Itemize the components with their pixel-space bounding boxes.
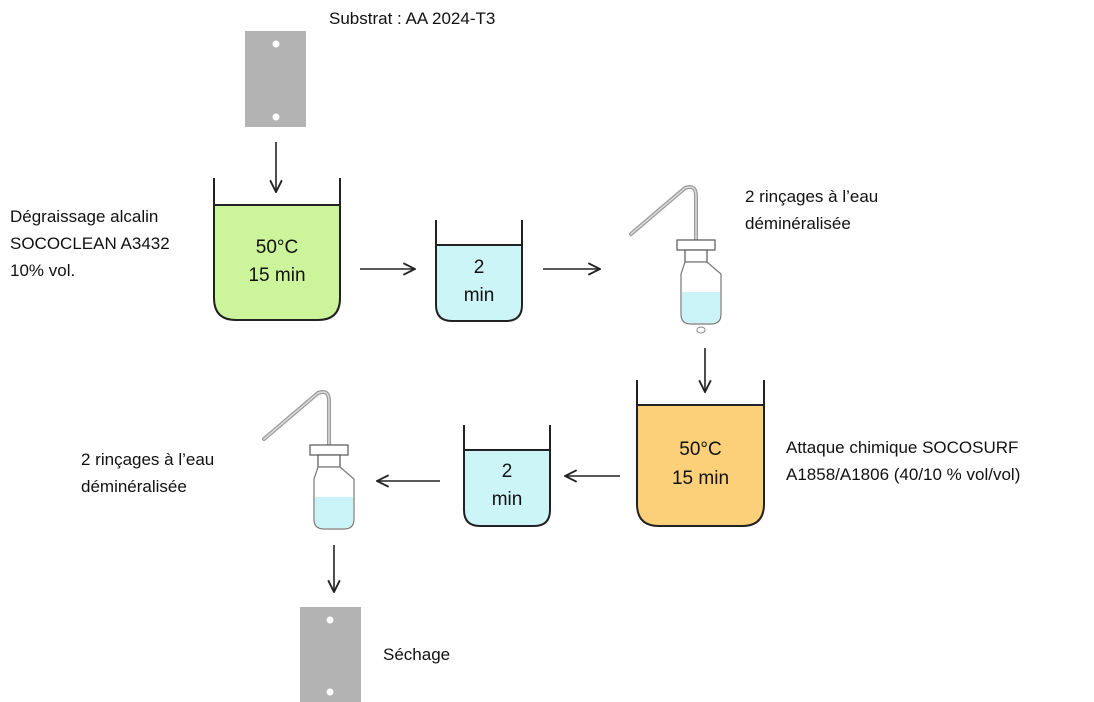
substrate-label: Substrat : AA 2024-T3 [329, 9, 496, 28]
rinse-top-label-line1: 2 rinçages à l’eau [745, 187, 879, 206]
rinse-bottom-bath-value: 2 [501, 461, 513, 482]
rinse-top-bath-unit: min [463, 285, 495, 306]
rinse-bottom-bath-unit: min [491, 489, 523, 510]
rinse-bath-top [435, 220, 523, 322]
rinse-bottom-label-line1: 2 rinçages à l’eau [81, 450, 215, 469]
dried-plate-icon [300, 607, 361, 702]
rinse-top-label-line2: déminéralisée [745, 214, 851, 233]
degreasing-bath-duration: 15 min [248, 265, 306, 286]
degreasing-label-line2: SOCOCLEAN A3432 [10, 234, 170, 253]
substrate-plate-icon [245, 31, 306, 127]
etching-bath-duration: 15 min [671, 468, 730, 489]
etching-label-line1: Attaque chimique SOCOSURF [786, 438, 1019, 457]
etching-bath [636, 380, 765, 527]
etching-label-line2: A1858/A1806 (40/10 % vol/vol) [786, 465, 1021, 484]
degreasing-bath-temperature: 50°C [255, 237, 299, 258]
drying-label: Séchage [383, 645, 451, 664]
wash-bottle-top-icon [629, 185, 722, 334]
rinse-bottom-label-line2: déminéralisée [81, 477, 187, 496]
degreasing-bath [213, 178, 341, 321]
rinse-bath-bottom [463, 425, 551, 527]
etching-bath-temperature: 50°C [679, 439, 722, 460]
rinse-top-bath-value: 2 [473, 257, 485, 278]
wash-bottle-bottom-icon [262, 390, 355, 530]
degreasing-label-line1: Dégraissage alcalin [10, 207, 159, 226]
degreasing-label-line3: 10% vol. [10, 261, 76, 280]
